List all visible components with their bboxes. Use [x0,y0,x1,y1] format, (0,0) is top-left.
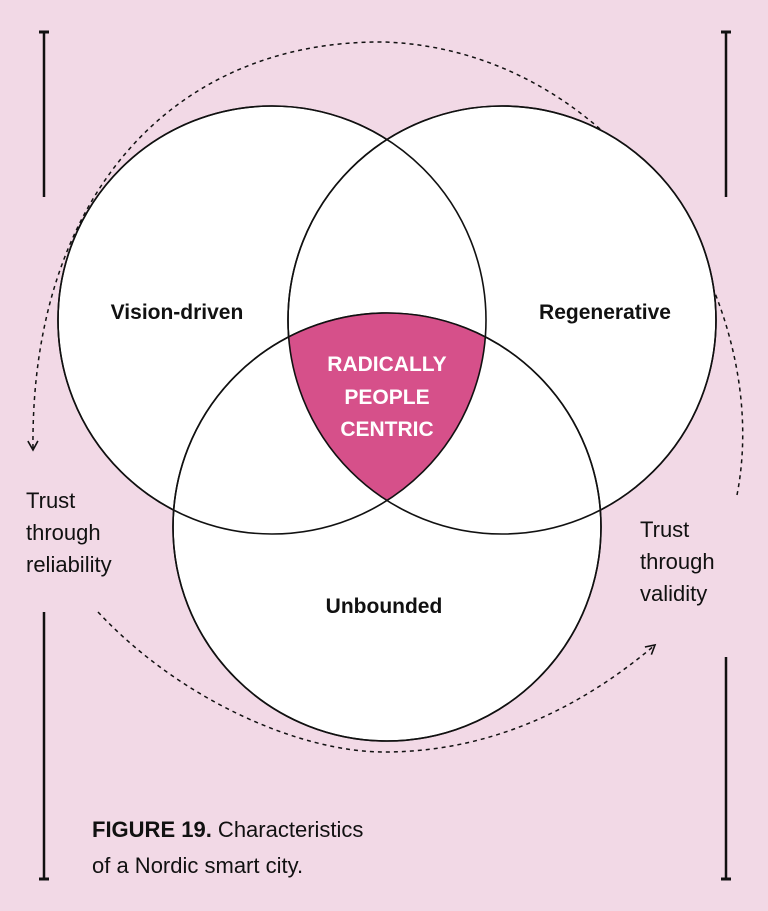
left-label-line-1: Trust [26,488,75,513]
left-label-line-2: through [26,520,101,545]
figure-caption: FIGURE 19. Characteristics of a Nordic s… [92,812,363,884]
bottom-dashed-arc [97,611,657,753]
regenerative-label: Regenerative [539,301,671,324]
caption-line-1: FIGURE 19. Characteristics [92,812,363,848]
left-label-line-3: reliability [26,552,112,577]
caption-text-1: Characteristics [211,817,364,842]
figure-label: FIGURE 19. [92,817,212,842]
vision-driven-label: Vision-driven [111,301,244,324]
right-bottom-bar [721,657,731,881]
center-label-line-2: PEOPLE [344,386,429,409]
left-top-bar [39,30,49,197]
caption-line-2: of a Nordic smart city. [92,853,304,878]
center-label-line-3: CENTRIC [340,418,433,441]
unbounded-label: Unbounded [326,595,443,618]
right-label-line-1: Trust [640,517,689,542]
right-top-bar [721,30,731,197]
left-bottom-bar [39,612,49,881]
right-label-line-3: validity [640,581,707,606]
center-label-line-1: RADICALLY [327,353,446,376]
right-label-line-2: through [640,549,715,574]
